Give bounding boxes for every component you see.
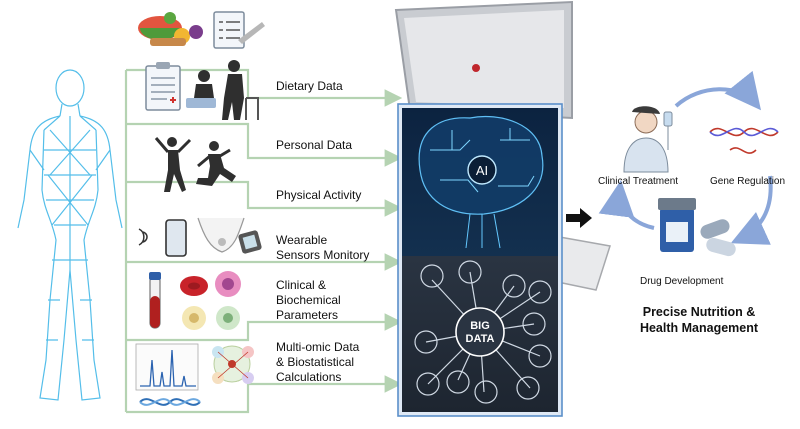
label-wearable: Wearable Sensors Monitory (276, 233, 370, 262)
food-icon (138, 12, 203, 46)
label-dietary: Dietary Data (276, 79, 343, 93)
laptop-icon (394, 0, 611, 291)
label-clinical: Clinical & Biochemical Parameters (276, 278, 341, 322)
label-gene-regulation: Gene Regulation (710, 176, 786, 187)
label-multiomic: Multi-omic Data & Biostatistical Calcula… (276, 340, 360, 384)
outcome-title: Precise Nutrition & Health Management (639, 305, 759, 335)
caregiver-icon (186, 60, 259, 120)
label-personal: Personal Data (276, 138, 353, 152)
label-clinical-treatment: Clinical Treatment (598, 176, 679, 187)
medical-record-icon (145, 62, 181, 111)
pill-bottle-icon (658, 198, 736, 257)
big-data-hub-icon (414, 260, 552, 404)
dna-icon (709, 127, 779, 154)
blood-cells-icon (149, 271, 241, 330)
ai-brain-icon (418, 115, 544, 249)
big-data-label-line1: BIG (470, 320, 490, 332)
patient-icon (623, 106, 673, 173)
human-body-icon (17, 69, 123, 401)
cycle-arrows (598, 70, 773, 245)
connector-lines (124, 68, 403, 414)
omics-charts-icon (135, 343, 254, 406)
checklist-icon (213, 11, 265, 49)
big-data-label-line2: DATA (466, 333, 495, 345)
exercise-icon (154, 137, 236, 192)
right-arrow-icon (566, 208, 592, 228)
ai-label: AI (476, 163, 488, 178)
label-drug-development: Drug Development (640, 276, 724, 287)
wearable-devices-icon (138, 217, 262, 257)
label-physical: Physical Activity (276, 188, 362, 202)
